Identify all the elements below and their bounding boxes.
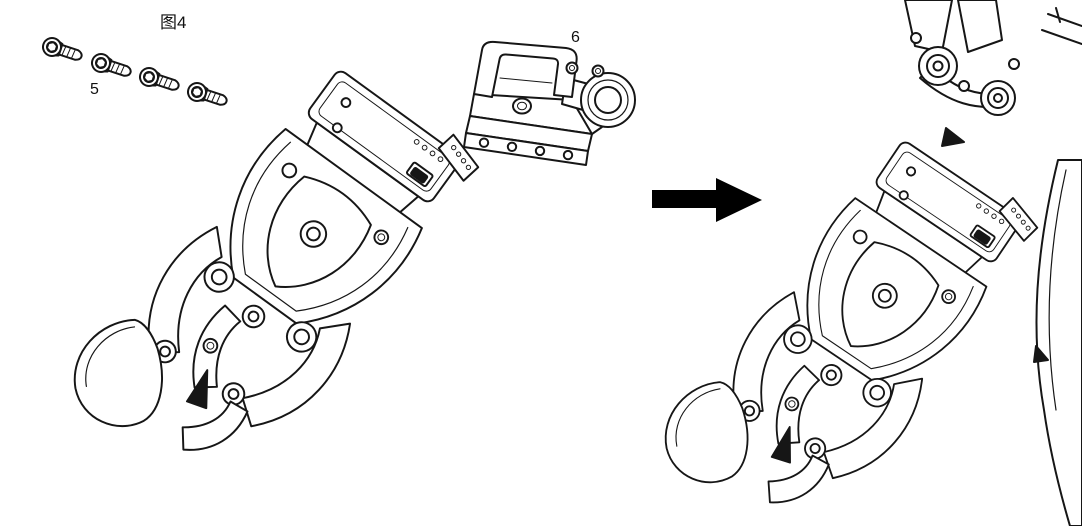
gripper-assembled-illustration [646,106,1047,526]
part-5-callout-label: 5 [90,81,99,98]
assembly-arrow-icon [652,178,762,222]
screw-icon [39,34,86,67]
screws-part-5-group [39,34,231,112]
gripper-disassembled-illustration [54,31,489,517]
screw-icon [184,79,231,112]
mount-bracket-illustration [463,40,636,166]
robot-arm-illustration [904,0,1082,526]
figure-label: 图4 [160,13,187,32]
screw-icon [136,64,183,97]
part-6-callout-label: 6 [571,29,580,46]
screw-icon [88,50,135,83]
